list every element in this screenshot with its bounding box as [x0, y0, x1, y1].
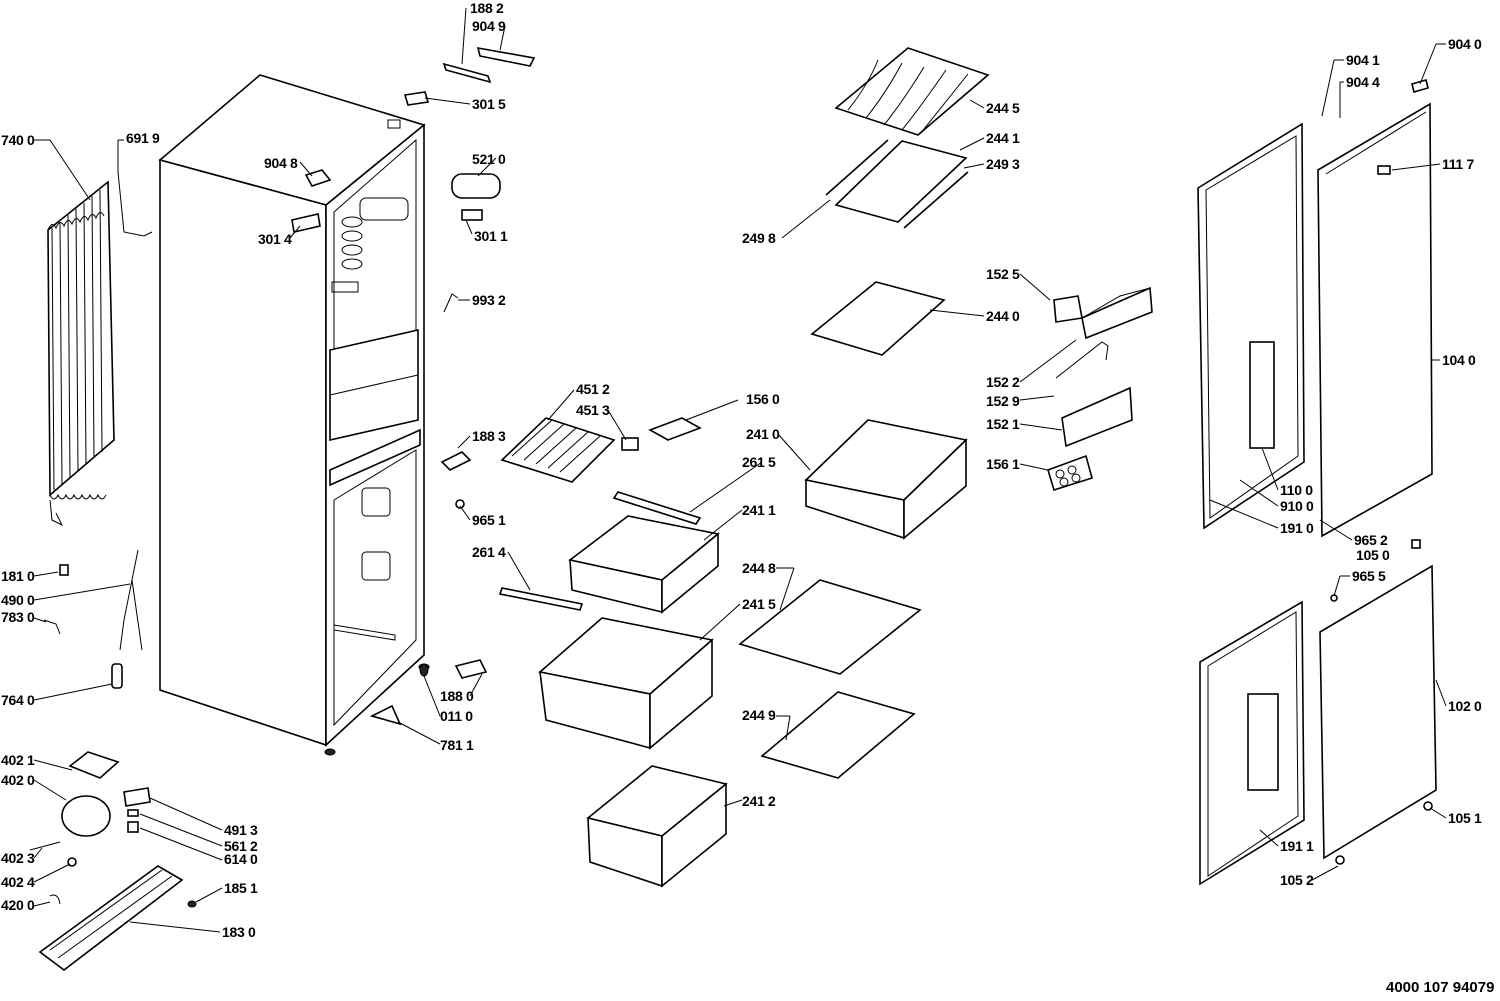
part-label: 764 0 — [1, 692, 35, 708]
part-label: 110 0 — [1280, 482, 1313, 498]
part-label: 102 0 — [1448, 698, 1482, 714]
part-label: 156 1 — [986, 456, 1020, 472]
part-label: 191 1 — [1280, 838, 1314, 854]
part-label: 152 9 — [986, 393, 1020, 409]
part-label: 105 1 — [1448, 810, 1482, 826]
part-label: 261 4 — [472, 544, 506, 560]
part-label: 105 0 — [1356, 547, 1390, 563]
part-label: 244 9 — [742, 707, 776, 723]
part-label: 301 5 — [472, 96, 506, 112]
door-bin-part — [1047, 286, 1153, 492]
part-label: 191 0 — [1280, 520, 1314, 536]
part-label: 783 0 — [1, 609, 35, 625]
part-label: 241 0 — [746, 426, 780, 442]
part-label: 691 9 — [126, 130, 160, 146]
part-label: 993 2 — [472, 292, 506, 308]
part-label: 451 3 — [576, 402, 610, 418]
part-label: 241 1 — [742, 502, 776, 518]
part-label: 904 0 — [1448, 36, 1482, 52]
part-label: 188 2 — [470, 0, 504, 16]
part-label: 104 0 — [1442, 352, 1476, 368]
hinge-cover-part — [291, 46, 536, 313]
part-label: 241 2 — [742, 793, 776, 809]
part-label: 402 3 — [1, 850, 35, 866]
leader-lines — [33, 7, 1447, 933]
part-label: 491 3 — [224, 822, 258, 838]
part-label: 185 1 — [224, 880, 258, 896]
part-label: 965 1 — [472, 512, 506, 528]
part-label: 451 2 — [576, 381, 610, 397]
misc-parts — [29, 451, 488, 972]
part-label: 241 5 — [742, 596, 776, 612]
drawer-part — [498, 419, 968, 888]
part-label: 301 4 — [258, 231, 292, 247]
part-label: 301 1 — [474, 228, 508, 244]
part-label: 244 5 — [986, 100, 1020, 116]
grille-part — [500, 417, 702, 483]
part-label: 152 1 — [986, 416, 1020, 432]
cabinet-body — [158, 74, 430, 756]
part-label: 402 1 — [1, 752, 35, 768]
part-label: 490 0 — [1, 592, 35, 608]
pipe-part — [117, 171, 153, 237]
part-label: 156 0 — [746, 391, 780, 407]
part-label: 183 0 — [222, 924, 256, 940]
part-label: 244 8 — [742, 560, 776, 576]
part-label: 105 2 — [1280, 872, 1314, 888]
part-label: 965 2 — [1354, 532, 1388, 548]
part-label: 781 1 — [440, 737, 474, 753]
part-label: 011 0 — [440, 708, 473, 724]
part-label: 244 1 — [986, 130, 1020, 146]
part-label: 249 8 — [742, 230, 776, 246]
lower-door-part — [1199, 564, 1437, 886]
part-label: 402 4 — [1, 874, 35, 890]
part-label: 904 1 — [1346, 52, 1380, 68]
part-label: 904 8 — [264, 155, 298, 171]
part-label: 152 2 — [986, 374, 1020, 390]
part-label: 904 9 — [472, 18, 506, 34]
part-label: 402 0 — [1, 772, 35, 788]
part-label: 965 5 — [1352, 568, 1386, 584]
wine-rack-part — [810, 47, 990, 356]
condenser-part — [47, 180, 115, 527]
part-label: 188 3 — [472, 428, 506, 444]
part-label: 249 3 — [986, 156, 1020, 172]
part-label: 111 7 — [1442, 156, 1474, 172]
part-label: 904 4 — [1346, 74, 1380, 90]
part-label: 244 0 — [986, 308, 1020, 324]
part-label: 181 0 — [1, 568, 35, 584]
document-code: 4000 107 94079 — [1386, 979, 1495, 996]
part-label: 420 0 — [1, 897, 35, 913]
part-label: 561 2 — [224, 838, 258, 854]
part-label: 152 5 — [986, 266, 1020, 282]
part-label: 188 0 — [440, 688, 474, 704]
part-label: 910 0 — [1280, 498, 1314, 514]
part-label: 521 0 — [472, 151, 506, 167]
part-label: 261 5 — [742, 454, 776, 470]
part-label: 614 0 — [224, 851, 258, 867]
part-label: 740 0 — [1, 132, 35, 148]
upper-door-part — [1197, 79, 1433, 549]
